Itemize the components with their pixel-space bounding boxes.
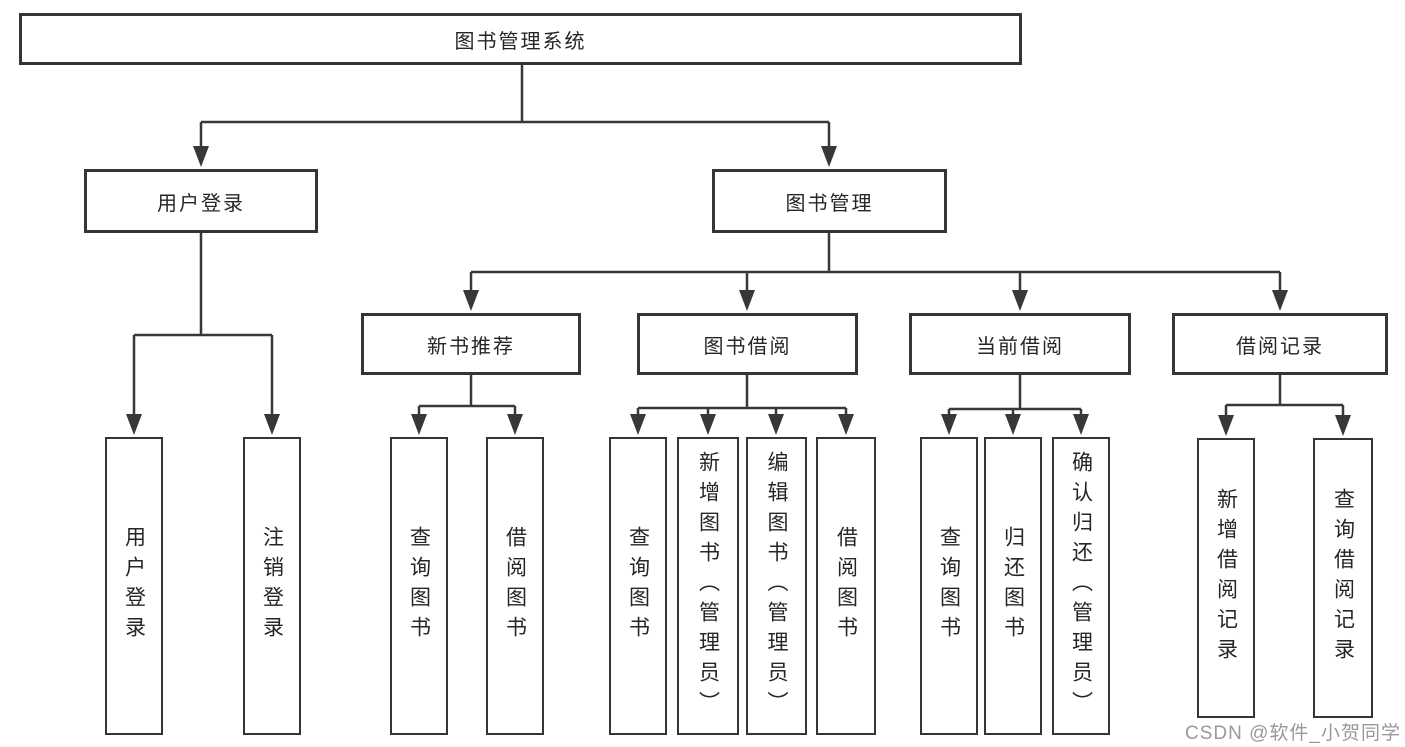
leaf-add-borrow-record: 新增借阅记录 [1197,438,1255,718]
node-new-book-recommendation: 新书推荐 [361,313,581,375]
leaf-edit-books-admin: 编辑图书（管理员） [746,437,807,735]
leaf-borrow-books: 借阅图书 [816,437,876,735]
leaf-query-books: 查询图书 [390,437,448,735]
leaf-query-borrow-record: 查询借阅记录 [1313,438,1373,718]
leaf-label: 查询图书 [407,526,431,646]
arrowheads [126,146,1351,436]
node-library-management-system: 图书管理系统 [19,13,1022,65]
leaf-return-books: 归还图书 [984,437,1042,735]
node-current-borrowing: 当前借阅 [909,313,1131,375]
leaf-label: 注销登录 [260,526,284,646]
leaf-label: 借阅图书 [503,526,527,646]
leaf-label: 查询图书 [626,526,650,646]
node-label: 图书管理系统 [454,30,587,53]
leaf-label: 用户登录 [122,526,146,646]
leaf-logout: 注销登录 [243,437,301,735]
leaf-label: 查询图书 [937,526,961,646]
node-label: 当前借阅 [976,335,1064,358]
node-user-login: 用户登录 [84,169,318,233]
node-label: 图书管理 [785,192,874,215]
node-label: 借阅记录 [1236,335,1324,358]
node-label: 用户登录 [157,192,245,215]
node-book-management: 图书管理 [712,169,947,233]
leaf-add-books-admin: 新增图书（管理员） [677,437,739,735]
leaf-label: 归还图书 [1001,526,1025,646]
leaf-label: 查询借阅记录 [1331,488,1355,668]
leaf-label: 新增借阅记录 [1214,488,1238,668]
node-label: 图书借阅 [703,335,792,358]
node-book-borrowing: 图书借阅 [637,313,858,375]
node-borrowing-records: 借阅记录 [1172,313,1388,375]
leaf-query-books: 查询图书 [609,437,667,735]
leaf-label: 新增图书（管理员） [696,451,720,721]
leaf-query-books: 查询图书 [920,437,978,735]
leaf-label: 借阅图书 [834,526,858,646]
leaf-label: 确认归还（管理员） [1069,451,1093,721]
csdn-watermark: CSDN @软件_小贺同学 [1185,723,1401,744]
leaf-confirm-return-admin: 确认归还（管理员） [1052,437,1110,735]
node-label: 新书推荐 [427,335,515,358]
leaf-label: 编辑图书（管理员） [765,451,788,721]
leaf-user-login: 用户登录 [105,437,163,735]
leaf-borrow-books: 借阅图书 [486,437,544,735]
